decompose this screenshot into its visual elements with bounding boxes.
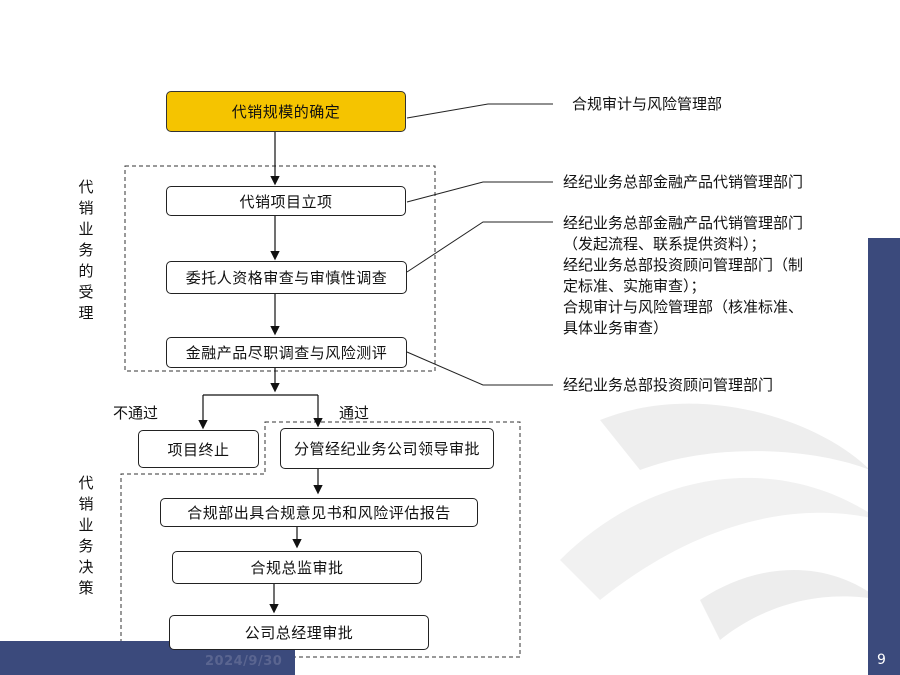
note-review-line: 定标准、实施审查）； [563,277,706,295]
acceptance-stage-group [124,165,436,372]
node-project-terminate: 项目终止 [138,430,259,468]
node-due-diligence: 金融产品尽职调查与风险测评 [166,337,407,368]
stage-decision-label: 代销业务决策 [78,474,94,597]
note-review-line: （发起流程、联系提供资料）； [563,235,766,253]
footer-date: 2024/9/30 [205,654,283,669]
note-review-line: 经纪业务总部金融产品代销管理部门 [563,214,804,232]
note-initiation-dept: 经纪业务总部金融产品代销管理部门 [563,173,804,191]
note-scale-dept: 合规审计与风险管理部 [572,95,723,113]
branch-fail-label: 不通过 [113,404,159,422]
right-accent-bar [868,238,900,675]
note-review-line: 具体业务审查） [563,319,669,337]
page-number: 9 [877,652,886,668]
node-client-review: 委托人资格审查与审慎性调查 [166,261,407,294]
node-scale-confirm: 代销规模的确定 [166,91,406,132]
branch-pass-label: 通过 [339,404,370,422]
stage-acceptance-label: 代销业务的受理 [78,178,94,322]
note-review-depts: 经纪业务总部金融产品代销管理部门 （发起流程、联系提供资料）； 经纪业务总部投资… [563,213,803,339]
node-general-manager: 公司总经理审批 [169,615,429,650]
node-project-initiation: 代销项目立项 [166,186,406,216]
node-compliance-report: 合规部出具合规意见书和风险评估报告 [160,498,478,527]
note-due-diligence-dept: 经纪业务总部投资顾问管理部门 [563,376,774,394]
note-review-line: 合规审计与风险管理部（核准标准、 [563,298,804,316]
node-compliance-director: 合规总监审批 [172,551,422,584]
note-review-line: 经纪业务总部投资顾问管理部门（制 [563,256,804,274]
node-branch-leader-approval: 分管经纪业务公司领导审批 [280,428,494,469]
